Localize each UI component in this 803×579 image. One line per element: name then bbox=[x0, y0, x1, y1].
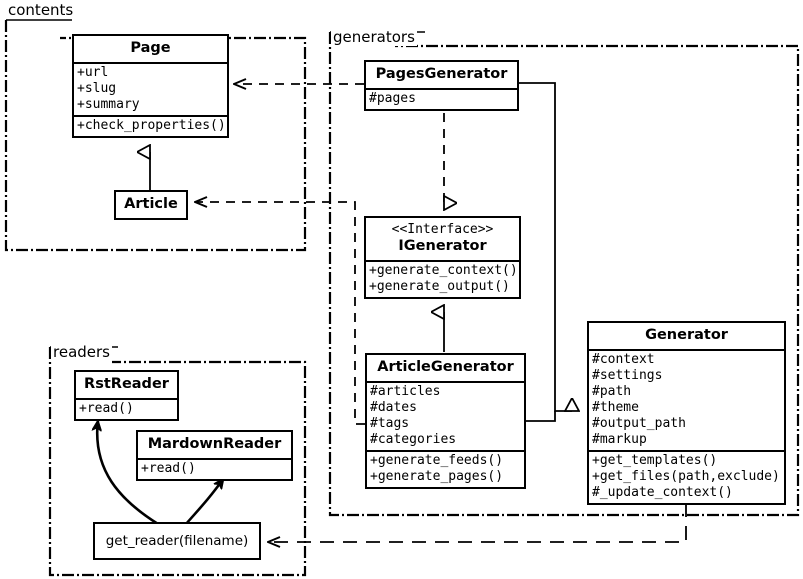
attribute: #settings bbox=[592, 368, 663, 383]
method: +read() bbox=[79, 401, 134, 416]
method: +generate_pages() bbox=[370, 469, 504, 484]
class-name-page: Page bbox=[130, 40, 171, 56]
class-methods-igenerator: +generate_context() +generate_output() bbox=[366, 260, 519, 297]
package-label-generators: generators bbox=[331, 28, 417, 46]
class-name-article-generator: ArticleGenerator bbox=[377, 359, 514, 375]
class-stereotype-igenerator: <<Interface>> bbox=[391, 222, 494, 237]
attribute: #path bbox=[592, 384, 632, 399]
attribute: +slug bbox=[77, 81, 117, 96]
class-methods-mardown-reader: +read() bbox=[138, 458, 291, 479]
class-name-igenerator: IGenerator bbox=[398, 238, 487, 254]
attribute: #output_path bbox=[592, 416, 686, 431]
class-attributes-generator: #context #settings #path #theme #output_… bbox=[589, 349, 784, 450]
class-name-rst-reader: RstReader bbox=[84, 376, 169, 392]
method: +read() bbox=[141, 461, 196, 476]
class-attributes-article-generator: #articles #dates #tags #categories bbox=[367, 381, 524, 450]
attribute: #dates bbox=[370, 400, 417, 415]
relation-articlegenerator-inherits-generator bbox=[526, 411, 556, 422]
method: +generate_output() bbox=[369, 279, 510, 294]
class-box-article[interactable]: Article bbox=[114, 190, 188, 220]
class-methods-page: +check_properties() bbox=[74, 115, 227, 136]
method: +check_properties() bbox=[77, 118, 226, 133]
attribute: #markup bbox=[592, 432, 647, 447]
attribute: #tags bbox=[370, 416, 410, 431]
attribute: +url bbox=[77, 65, 109, 80]
class-attributes-page: +url +slug +summary bbox=[74, 62, 227, 115]
relation-generator-uses-get-reader bbox=[268, 503, 687, 542]
attribute: #pages bbox=[369, 91, 416, 106]
class-box-igenerator[interactable]: <<Interface>> IGenerator +generate_conte… bbox=[364, 216, 521, 299]
attribute: #theme bbox=[592, 400, 639, 415]
attribute: #context bbox=[592, 352, 655, 367]
class-box-generator[interactable]: Generator #context #settings #path #them… bbox=[587, 321, 786, 505]
relation-articlegenerator-uses-article bbox=[195, 202, 365, 425]
function-box-get-reader[interactable]: get_reader(filename) bbox=[93, 522, 261, 560]
relation-pagesgenerator-inherits-generator bbox=[519, 82, 572, 412]
function-label-get-reader: get_reader(filename) bbox=[105, 533, 249, 549]
class-box-mardown-reader[interactable]: MardownReader +read() bbox=[136, 430, 293, 481]
class-box-page[interactable]: Page +url +slug +summary +check_properti… bbox=[72, 34, 229, 138]
class-name-article: Article bbox=[124, 196, 178, 212]
package-label-contents: contents bbox=[6, 1, 76, 19]
class-methods-article-generator: +generate_feeds() +generate_pages() bbox=[367, 450, 524, 487]
package-label-readers: readers bbox=[51, 343, 112, 361]
method: +get_templates() bbox=[592, 453, 718, 468]
attribute: #articles bbox=[370, 384, 441, 399]
class-box-article-generator[interactable]: ArticleGenerator #articles #dates #tags … bbox=[365, 353, 526, 489]
method: +generate_feeds() bbox=[370, 453, 504, 468]
method: +generate_context() bbox=[369, 263, 518, 278]
method: +get_files(path,exclude) bbox=[592, 469, 780, 484]
attribute: #categories bbox=[370, 432, 457, 447]
class-methods-rst-reader: +read() bbox=[76, 398, 177, 419]
attribute: +summary bbox=[77, 97, 140, 112]
class-box-pages-generator[interactable]: PagesGenerator #pages bbox=[364, 60, 519, 111]
class-methods-generator: +get_templates() +get_files(path,exclude… bbox=[589, 450, 784, 503]
class-name-pages-generator: PagesGenerator bbox=[375, 66, 508, 82]
class-name-generator: Generator bbox=[645, 327, 728, 343]
class-attributes-pages-generator: #pages bbox=[366, 88, 517, 109]
relation-get-reader-returns-mardownreader bbox=[185, 478, 226, 525]
class-name-mardown-reader: MardownReader bbox=[147, 436, 282, 452]
method: #_update_context() bbox=[592, 485, 733, 500]
class-box-rst-reader[interactable]: RstReader +read() bbox=[74, 370, 179, 421]
